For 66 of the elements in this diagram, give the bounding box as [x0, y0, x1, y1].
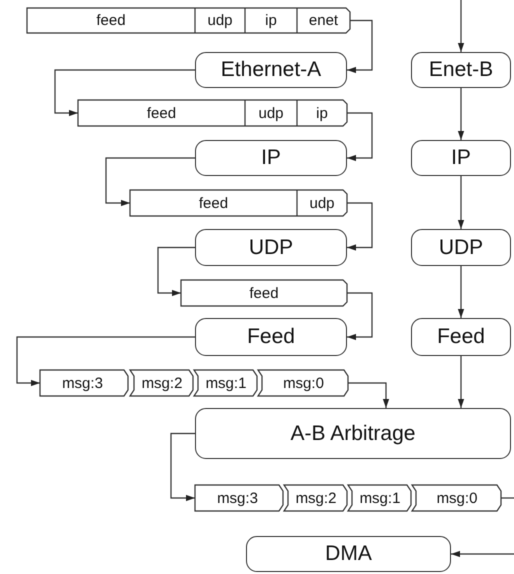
arrow [347, 112, 373, 162]
process-label: UDP [248, 236, 294, 260]
process-label: Feed [247, 325, 295, 349]
process-box [411, 52, 511, 88]
message-label: msg:2 [140, 374, 184, 394]
message-label: msg:1 [358, 488, 402, 508]
process-box [195, 408, 511, 459]
message-label: msg:0 [436, 488, 478, 508]
arrow [105, 157, 195, 206]
arrow [458, 266, 464, 318]
arrow [451, 550, 514, 558]
process-box [411, 229, 511, 266]
process-box [195, 318, 347, 356]
process-box [195, 229, 347, 266]
arrow [16, 336, 195, 386]
message-label: msg:1 [204, 374, 248, 394]
process-label: A-B Arbitrage [290, 422, 416, 446]
message-block [40, 370, 128, 396]
arrow [347, 202, 373, 251]
field-label: feed [248, 284, 280, 304]
process-box [411, 318, 511, 356]
process-box [195, 52, 347, 88]
process-box [246, 536, 451, 572]
message-block [258, 370, 348, 396]
message-block [412, 485, 501, 511]
field-label: feed [198, 194, 230, 214]
arrow [458, 0, 464, 52]
arrow [348, 382, 390, 408]
arrow [157, 246, 195, 296]
process-label: Ethernet-A [220, 58, 322, 82]
packet-header [181, 280, 347, 306]
field-label: udp [308, 194, 336, 214]
message-block [284, 485, 347, 511]
packet-header [78, 100, 347, 126]
message-block [130, 370, 193, 396]
message-block [195, 485, 283, 511]
process-box [411, 140, 511, 176]
message-block [194, 370, 257, 396]
process-box [195, 140, 347, 176]
field-label: udp [206, 11, 234, 31]
packet-header [130, 190, 347, 216]
field-label: ip [264, 11, 278, 31]
arrow [170, 432, 195, 502]
field-label: feed [146, 104, 178, 124]
process-label: DMA [325, 542, 372, 566]
field-label: feed [95, 11, 127, 31]
process-label: IP [451, 146, 471, 170]
field-label: ip [315, 104, 329, 124]
message-block [348, 485, 411, 511]
arrow [458, 356, 464, 408]
process-label: Enet-B [428, 58, 494, 82]
message-label: msg:3 [216, 488, 259, 508]
message-label: msg:0 [282, 374, 325, 394]
message-label: msg:3 [61, 374, 104, 394]
field-label: enet [308, 11, 340, 31]
arrow [458, 176, 464, 229]
process-label: IP [261, 146, 281, 170]
process-label: Feed [437, 325, 485, 349]
field-label: udp [257, 104, 285, 124]
process-label: UDP [438, 236, 484, 260]
arrow [54, 69, 195, 116]
arrow [458, 88, 464, 140]
message-label: msg:2 [294, 488, 338, 508]
packet-header [27, 8, 350, 33]
arrow [347, 292, 373, 340]
arrow [347, 20, 373, 74]
